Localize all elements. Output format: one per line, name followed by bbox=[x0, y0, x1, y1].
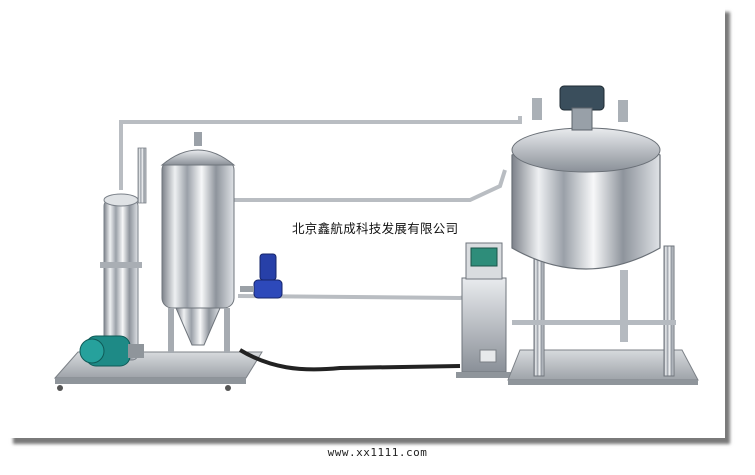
company-name-caption: 北京鑫航成科技发展有限公司 bbox=[292, 221, 459, 236]
overhead-pipe bbox=[119, 116, 522, 190]
small-distillation-column bbox=[100, 147, 147, 361]
connecting-hose bbox=[238, 348, 461, 372]
watermark-url: www.xx1111.com bbox=[327, 446, 428, 459]
teal-motor bbox=[79, 335, 144, 367]
mid-pipe bbox=[232, 169, 507, 202]
right-skid-base bbox=[507, 245, 699, 385]
control-cabinet bbox=[456, 242, 512, 378]
blue-pump bbox=[240, 253, 283, 299]
vertical-storage-tank bbox=[160, 132, 236, 353]
mixing-reactor-vessel bbox=[511, 85, 661, 270]
